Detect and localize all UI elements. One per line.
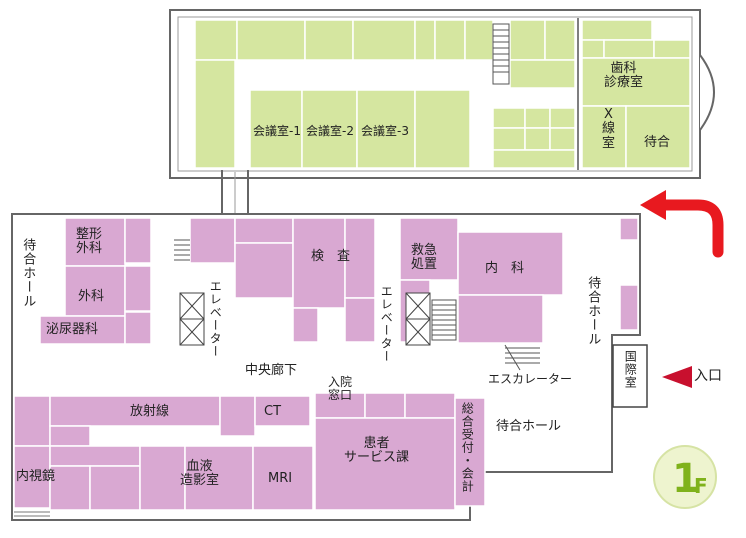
internal-medicine: 内 科 (485, 261, 525, 276)
elevator-east-symbol (405, 292, 431, 346)
entrance-arrow-icon (662, 366, 692, 388)
angiography-room: 血液 造影室 (180, 459, 220, 489)
west-waiting-hall: 待合ホール (20, 238, 36, 308)
upper-stairs (492, 23, 510, 85)
escalator-symbol (504, 344, 540, 371)
meeting-room-1: 会議室-1 (253, 124, 301, 138)
ground-floor-rooms (13, 217, 639, 511)
international-room: 国際室 (623, 350, 638, 389)
floor-suffix: F (694, 474, 708, 498)
main-waiting-hall: 待合ホール (496, 419, 562, 434)
admission-window: 入院 窓口 (328, 375, 353, 403)
floor-badge-icon: 1 F (653, 445, 717, 509)
emergency-treatment: 救急 処置 (411, 243, 438, 273)
escalator-label: エスカレーター (488, 372, 573, 386)
upper-wing-bulge (699, 54, 715, 131)
laboratory: 検 査 (311, 249, 351, 264)
central-corridor: 中央廊下 (245, 363, 298, 378)
general-reception: 総合受付・会計 (460, 402, 475, 493)
endoscopy: 内視鏡 (16, 469, 56, 484)
surgery: 外科 (78, 289, 105, 304)
patient-services: 患者 サービス課 (344, 436, 410, 466)
meeting-room-3: 会議室-3 (361, 124, 409, 138)
elevator-east-label: エレベーター (379, 285, 394, 363)
entrance-label: 入口 (694, 368, 722, 384)
upper-waiting: 待合 (644, 135, 671, 150)
upper-wing-inner (177, 16, 693, 172)
urology: 泌尿器科 (46, 322, 99, 337)
upper-wing-rooms (194, 19, 691, 169)
orthopedics: 整形 外科 (76, 227, 103, 257)
direction-arrow (640, 190, 724, 258)
ct-room: CT (264, 404, 282, 419)
meeting-room-2: 会議室-2 (306, 124, 354, 138)
mri-room: MRI (268, 471, 293, 486)
international-room-box (612, 344, 648, 408)
radiology: 放射線 (130, 404, 170, 419)
ground-stairs (174, 239, 457, 341)
elevator-west-label: エレベーター (208, 280, 223, 358)
connector-corridor (221, 170, 249, 214)
elevator-west-symbol (179, 292, 205, 346)
floor-number: 1 (672, 456, 700, 502)
dental-clinic: 歯科 診療室 (604, 61, 644, 91)
east-waiting-hall: 待合ホール (585, 276, 601, 346)
xray-room: X 線 室 (602, 107, 616, 151)
bottom-left-steps (14, 511, 50, 517)
